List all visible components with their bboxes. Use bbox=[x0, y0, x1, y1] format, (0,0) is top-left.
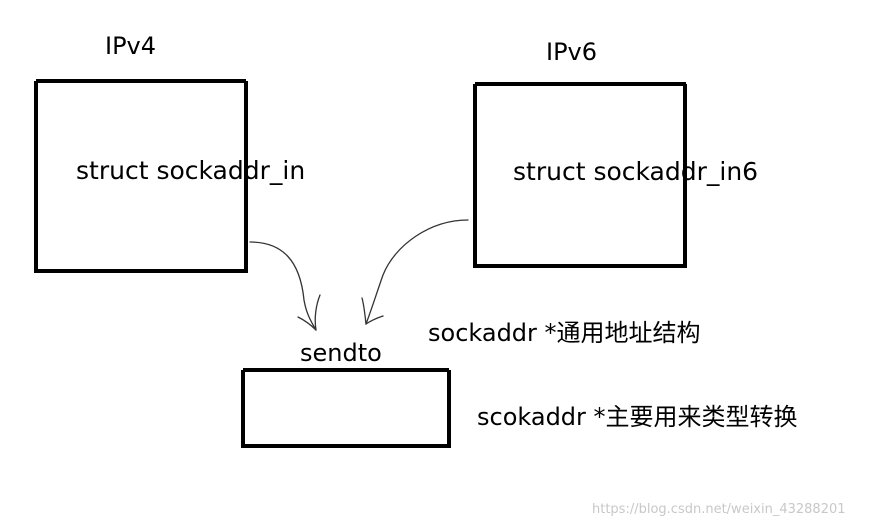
ipv6-label: IPv6 bbox=[546, 38, 598, 66]
watermark: https://blog.csdn.net/weixin_43288201 bbox=[592, 502, 846, 517]
ipv6-struct-label: struct sockaddr_in6 bbox=[513, 157, 759, 186]
ipv6-to-sendto-arrow bbox=[361, 219, 469, 325]
ipv4-box bbox=[34, 79, 248, 273]
type-cast-note: scokaddr *主要用来类型转换 bbox=[477, 403, 798, 431]
ipv4-label: IPv4 bbox=[105, 32, 157, 60]
ipv4-to-sendto-arrow bbox=[249, 241, 321, 331]
ipv6-box bbox=[473, 82, 687, 268]
generic-address-note: sockaddr *通用地址结构 bbox=[428, 319, 701, 347]
ipv4-struct-label: struct sockaddr_in bbox=[76, 156, 306, 185]
sendto-box bbox=[241, 368, 451, 448]
sendto-label: sendto bbox=[300, 339, 382, 367]
